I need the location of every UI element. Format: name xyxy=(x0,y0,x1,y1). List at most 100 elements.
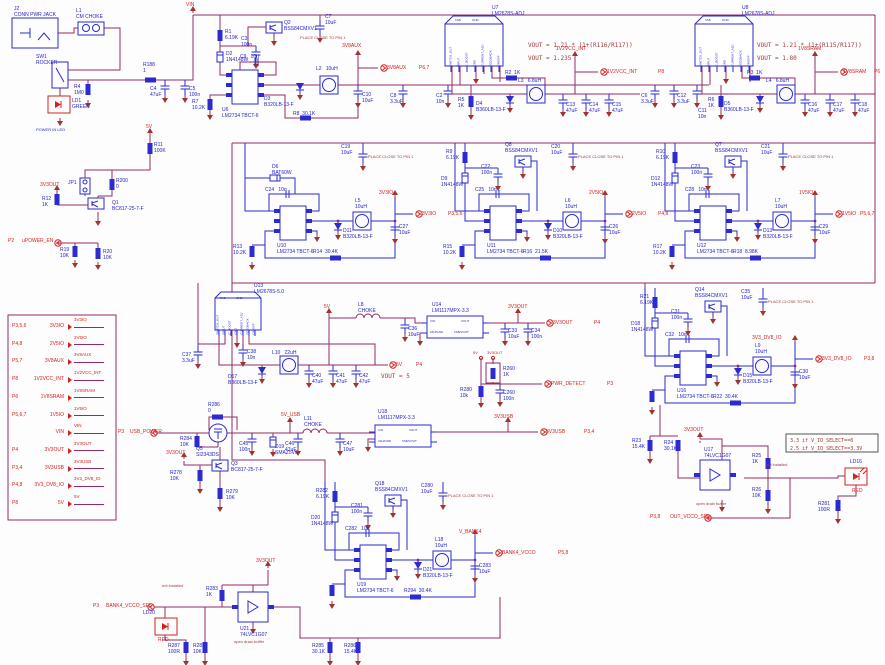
label-1v8sram: 1V8SRAM xyxy=(843,69,867,75)
label-2v5io: 2V5IO xyxy=(632,211,647,217)
label-u7: U7 LM2678S-ADJ xyxy=(492,5,525,17)
label-c280: C280 10uF xyxy=(421,483,433,495)
port-net-label: 5V xyxy=(74,494,80,499)
label-r3-1k: R3 1K xyxy=(747,70,763,76)
label-l11: L11 CHOKE xyxy=(304,416,322,428)
label-current-adj: CURRENT_ADJ xyxy=(480,44,485,67)
label-r285: R285 30.1K xyxy=(312,643,326,655)
port-row-name: 1V5IO xyxy=(49,411,64,418)
label-c37: C37 3.3uF xyxy=(182,352,195,364)
label-d15: D15 B320LB-13-F xyxy=(743,373,773,385)
label-r286: R286 15.4K xyxy=(344,643,358,655)
label-on-off: ON/OFF xyxy=(251,323,256,335)
label-c260: C260 100n xyxy=(503,390,515,402)
label-gnd: GND xyxy=(233,327,238,335)
label-c34: C34 100n xyxy=(531,328,543,340)
label-u10: U10 LM2734 TBCT-6 xyxy=(277,243,314,255)
label-3v3out: 3V3OUT xyxy=(553,320,573,326)
label-feedback: FEEDBACK xyxy=(738,50,743,67)
label-r10: R10 6.19K xyxy=(656,149,670,161)
label-usb-power: USB_POWER xyxy=(130,429,162,435)
label-l10-22uh: L10 22uH xyxy=(272,350,297,356)
label-r278: R278 10K xyxy=(170,470,182,482)
label-u11: U11 LM2734 TBCT-6 xyxy=(487,243,524,255)
label-5v: 5V xyxy=(396,362,403,368)
label-r287: R287 100R xyxy=(168,643,180,655)
label-d12: D12 1N4148W xyxy=(651,176,674,188)
label-p3-5-6: P3,5,6 xyxy=(448,211,463,217)
label-r15: R15 10.2K xyxy=(443,244,457,256)
label-c46: C46 47uF xyxy=(285,441,297,453)
label-c10: C10 10uF xyxy=(362,92,374,104)
port-wire xyxy=(74,503,104,505)
label-l2-10uh: L2 10uH xyxy=(316,66,338,72)
label-3v3io: 3V3IO xyxy=(379,190,394,196)
port-row-name: 3V3USB xyxy=(44,464,64,471)
label-adj-gnd: ADJ/GND xyxy=(378,439,392,443)
port-row-name: VIN xyxy=(55,429,64,436)
label-r2-1k: R2 1K xyxy=(505,70,521,76)
label-1v2vcc-int: 1V2VCC_INT xyxy=(607,69,638,75)
label-r188: R188 1 xyxy=(143,62,155,74)
label-r14-30-4k: R14 30.4K xyxy=(313,249,339,255)
label-u13: U13 LM2678S-5.0 xyxy=(254,283,285,295)
label-d4: D4 B360LB-13-F xyxy=(476,101,506,113)
label-c26: C26 10uF xyxy=(609,224,621,236)
label-gnd: GND xyxy=(722,18,729,22)
label-c27: C27 10uF xyxy=(399,224,411,236)
label-u18: U18 LM1117MPX-3.3 xyxy=(378,409,415,421)
label-p8: P8 xyxy=(658,69,665,75)
label-p4: P4 xyxy=(594,320,601,326)
label-u6: U6 LM2734 TBCT-6 xyxy=(222,107,259,119)
label-p3-8: P3,8 xyxy=(650,514,661,520)
label-adj-gnd: ADJ/GND xyxy=(430,330,444,334)
label-place-close-to-pin-1: PLACE CLOSE TO PIN 1 xyxy=(768,299,814,304)
label-c31: C31 100n xyxy=(671,309,683,321)
label-vout-1-235: VOUT = 1.235 xyxy=(528,55,572,62)
label-r17: R17 10.2K xyxy=(653,244,667,256)
label-out-vcco-sel: OUT_VCCO_SEL xyxy=(670,514,711,520)
label-r1: R1 6.19K xyxy=(225,29,239,41)
label-c36: C36 10uF xyxy=(408,326,420,338)
label-tab: TAB xyxy=(220,296,226,300)
label-c-boost: C_BOOST xyxy=(227,320,232,335)
port-wire xyxy=(74,450,104,452)
label-d5: D5 B360LB-13-F xyxy=(724,101,754,113)
label-l6: L6 10uH xyxy=(565,198,577,210)
label-tab: TAB xyxy=(455,18,461,22)
port-net-label: 3V3USB xyxy=(74,458,92,464)
label-u21: U21 74LVC1G07 xyxy=(240,626,268,638)
port-arrow-icon xyxy=(68,359,72,366)
label-d9: D9 1N4148W xyxy=(441,176,464,188)
label-c28-10n: C28 10n xyxy=(685,187,707,193)
port-net-label: 3V3IO xyxy=(74,317,87,322)
label-not-installed: not installed xyxy=(162,583,184,588)
label-c32-10n: C32 10n xyxy=(665,332,687,338)
port-row-refs: P3,4 xyxy=(12,464,23,471)
label-p4: P4 xyxy=(416,362,423,368)
label-input: INPUT xyxy=(221,325,226,335)
label-open-drain-buffer: open drain buffer xyxy=(696,501,727,506)
label-bank4-vcco-sel: BANK4_VCCO_SEL xyxy=(106,603,152,609)
label-vin: VIN xyxy=(186,2,195,8)
label-vin: VIN xyxy=(430,319,436,323)
label-c13: C13 47uF xyxy=(566,102,578,114)
label-d3: D3 B320LB-13-F xyxy=(264,96,294,108)
label-tab-vout: TAB/VOUT xyxy=(454,330,469,334)
label-r4: R4 1M0 xyxy=(74,84,84,96)
label-c17: C17 47uF xyxy=(833,102,845,114)
label-r200: R200 0 xyxy=(116,178,128,190)
port-arrow-icon xyxy=(68,341,72,348)
label-d17: D17 B360LB-13-F xyxy=(228,374,258,386)
port-row-name: 1V8SRAM xyxy=(40,393,64,400)
label-u17: U17 74LVC1G07 xyxy=(704,447,732,459)
label-5v: 5V xyxy=(473,350,478,355)
label-c2: C2 10n xyxy=(436,93,445,105)
label-p3: P3 xyxy=(118,429,125,435)
port-wire xyxy=(74,379,104,381)
port-arrow-icon xyxy=(68,412,72,419)
label-r288: R288 10K xyxy=(193,643,205,655)
label-input: INPUT xyxy=(706,57,711,67)
port-row-refs: P8 xyxy=(12,500,19,506)
